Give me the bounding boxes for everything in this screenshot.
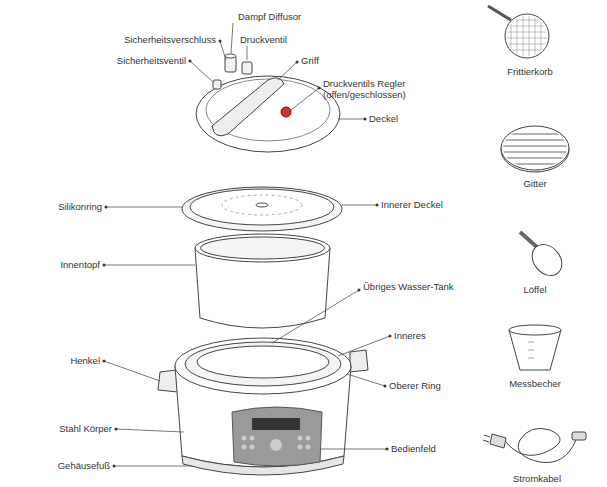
part-label: Gitter [523, 178, 546, 189]
part-label: Innerer Deckel [381, 199, 443, 210]
part-label: Stahl Körper [59, 423, 112, 434]
part-label: Druckventil [240, 34, 287, 45]
part-label: Inneres [394, 330, 426, 341]
part-label: Deckel [369, 113, 398, 124]
part-label: Stromkabel [513, 473, 561, 484]
part-label: Dampf Diffusor [238, 11, 301, 22]
part-label: Messbecher [509, 378, 561, 389]
part-label: Frittierkorb [507, 66, 552, 77]
part-label: Griff [301, 55, 319, 66]
part-label: Sicherheitsverschluss [124, 34, 216, 45]
part-label: Henkel [70, 355, 100, 366]
part-label: Oberer Ring [389, 380, 441, 391]
part-label: Sicherheitsventil [117, 55, 186, 66]
part-label: Löffel [523, 284, 546, 295]
part-label: Silikonring [58, 201, 102, 212]
part-label: Bedienfeld [391, 443, 436, 454]
part-label: Druckventils Regler (offen/geschlossen) [323, 78, 418, 100]
part-label: Gehäusefuß [58, 460, 110, 471]
part-label: Übriges Wasser-Tank [363, 281, 453, 292]
part-label: Innentopf [60, 259, 100, 270]
